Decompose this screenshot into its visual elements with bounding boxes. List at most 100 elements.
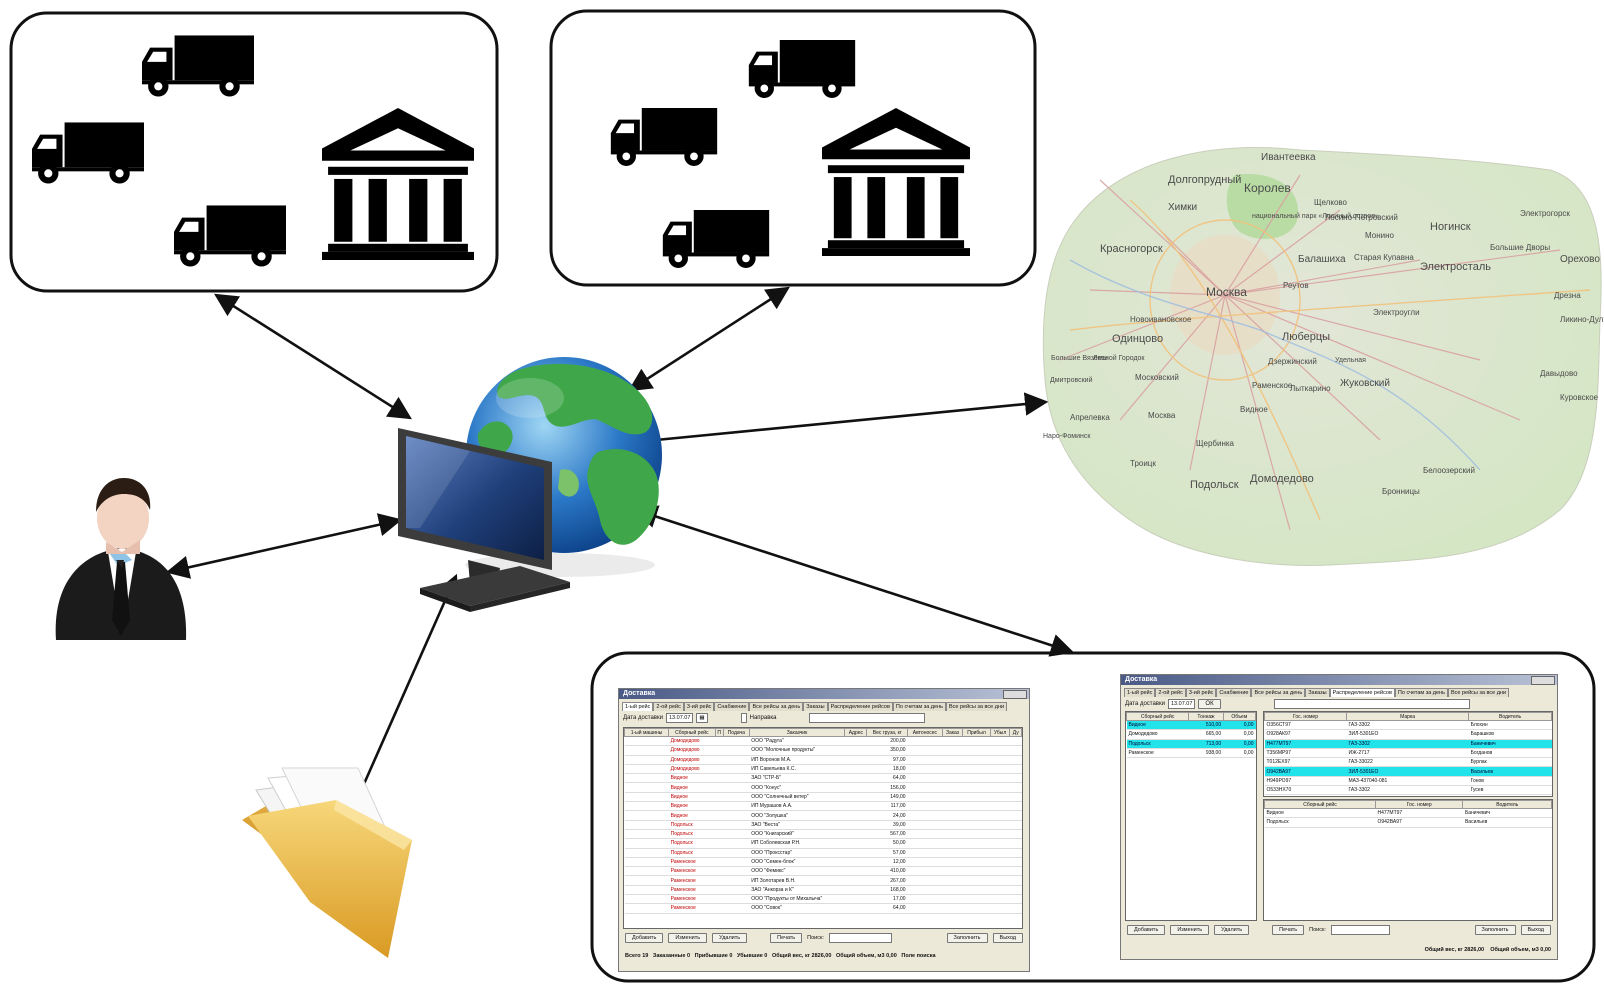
tab[interactable]: Все рейсы за день bbox=[749, 702, 804, 711]
column-header[interactable]: Марка bbox=[1345, 712, 1470, 721]
direction-checkbox[interactable] bbox=[740, 713, 747, 723]
fill-button[interactable]: Заполнить bbox=[946, 933, 988, 943]
column-header[interactable]: Вес груза, кг bbox=[866, 728, 909, 737]
delete-button[interactable]: Удалить bbox=[1214, 925, 1250, 935]
column-header[interactable]: Адрес bbox=[844, 728, 868, 737]
column-header[interactable]: Объем bbox=[1222, 712, 1256, 721]
fill-button[interactable]: Заполнить bbox=[1474, 925, 1516, 935]
edit-button[interactable]: Изменить bbox=[668, 933, 708, 943]
add-button[interactable]: Добавить bbox=[1127, 925, 1166, 935]
print-button[interactable]: Печать bbox=[1272, 925, 1305, 935]
search-input[interactable] bbox=[828, 933, 892, 943]
column-header[interactable]: Убыл bbox=[989, 728, 1011, 737]
tab[interactable]: Снабжение bbox=[1216, 688, 1252, 697]
column-header[interactable]: 1-ый машины bbox=[624, 728, 670, 737]
tab[interactable]: Все рейсы за день bbox=[1251, 688, 1306, 697]
tab[interactable]: Заказы bbox=[1305, 688, 1330, 697]
delete-button[interactable]: Удалить bbox=[712, 933, 748, 943]
tab[interactable]: 3-ий рейс bbox=[1185, 688, 1217, 697]
map-label: Раменское bbox=[1252, 381, 1293, 390]
date-field[interactable]: 13.07.07 bbox=[1167, 699, 1196, 709]
tab[interactable]: Заказы bbox=[803, 702, 828, 711]
column-header[interactable]: Ду bbox=[1009, 728, 1022, 737]
calendar-icon[interactable]: ▦ bbox=[696, 713, 708, 723]
column-header[interactable]: Автоносес bbox=[907, 728, 943, 737]
table-cell bbox=[1009, 810, 1022, 821]
tab[interactable]: По счетам за день bbox=[1394, 688, 1448, 697]
column-header[interactable]: Водитель bbox=[1468, 712, 1552, 721]
tab[interactable]: Все рейсы за все дни bbox=[945, 702, 1008, 711]
edit-button[interactable]: Изменить bbox=[1170, 925, 1210, 935]
column-header[interactable]: П bbox=[714, 728, 724, 737]
table-cell: ООО "Фемикс" bbox=[749, 866, 845, 877]
tab[interactable]: 2-ой рейс bbox=[653, 702, 684, 711]
tab[interactable]: Распределение рейсов bbox=[827, 702, 893, 711]
column-header[interactable]: Гос. номер bbox=[1374, 800, 1464, 809]
print-button[interactable]: Печать bbox=[770, 933, 803, 943]
column-header[interactable]: Подача bbox=[722, 728, 750, 737]
tab[interactable]: Распределение рейсов bbox=[1329, 688, 1395, 697]
column-header[interactable]: Тоннаж bbox=[1188, 712, 1224, 721]
tab[interactable]: Снабжение bbox=[714, 702, 750, 711]
column-header[interactable]: Прибыл bbox=[962, 728, 991, 737]
add-button[interactable]: Добавить bbox=[625, 933, 664, 943]
column-header[interactable]: Водитель bbox=[1462, 800, 1552, 809]
tab[interactable]: 1-ый рейс bbox=[1124, 688, 1156, 697]
column-header[interactable]: Сборный рейс bbox=[1264, 800, 1376, 809]
tab[interactable]: Все рейсы за все дни bbox=[1447, 688, 1510, 697]
column-header[interactable]: Гос. номер bbox=[1264, 712, 1347, 721]
filter-field[interactable] bbox=[809, 713, 926, 723]
tab[interactable]: 2-ой рейс bbox=[1155, 688, 1186, 697]
window-controls[interactable] bbox=[1531, 676, 1555, 685]
tab[interactable]: По счетам за день bbox=[892, 702, 946, 711]
column-header[interactable]: Сборный рейс bbox=[668, 728, 716, 737]
column-header[interactable]: Заказчик bbox=[748, 728, 846, 737]
exit-button[interactable]: Выход bbox=[1520, 925, 1551, 935]
tab[interactable]: 3-ий рейс bbox=[683, 702, 715, 711]
search-input[interactable] bbox=[1330, 925, 1390, 935]
filter-field[interactable] bbox=[1273, 699, 1470, 709]
tab[interactable]: 1-ый рейс bbox=[622, 702, 654, 711]
exit-button[interactable]: Выход bbox=[992, 933, 1023, 943]
date-field[interactable]: 13.07.07 bbox=[665, 713, 694, 723]
table-cell: О928АК97 bbox=[1264, 729, 1347, 740]
column-header[interactable]: Сборный рейс bbox=[1126, 712, 1190, 721]
column-header[interactable]: Заказ bbox=[941, 728, 964, 737]
table-cell bbox=[715, 820, 724, 830]
window-controls[interactable] bbox=[1003, 690, 1027, 699]
ok-button[interactable]: ОК bbox=[1198, 699, 1221, 709]
